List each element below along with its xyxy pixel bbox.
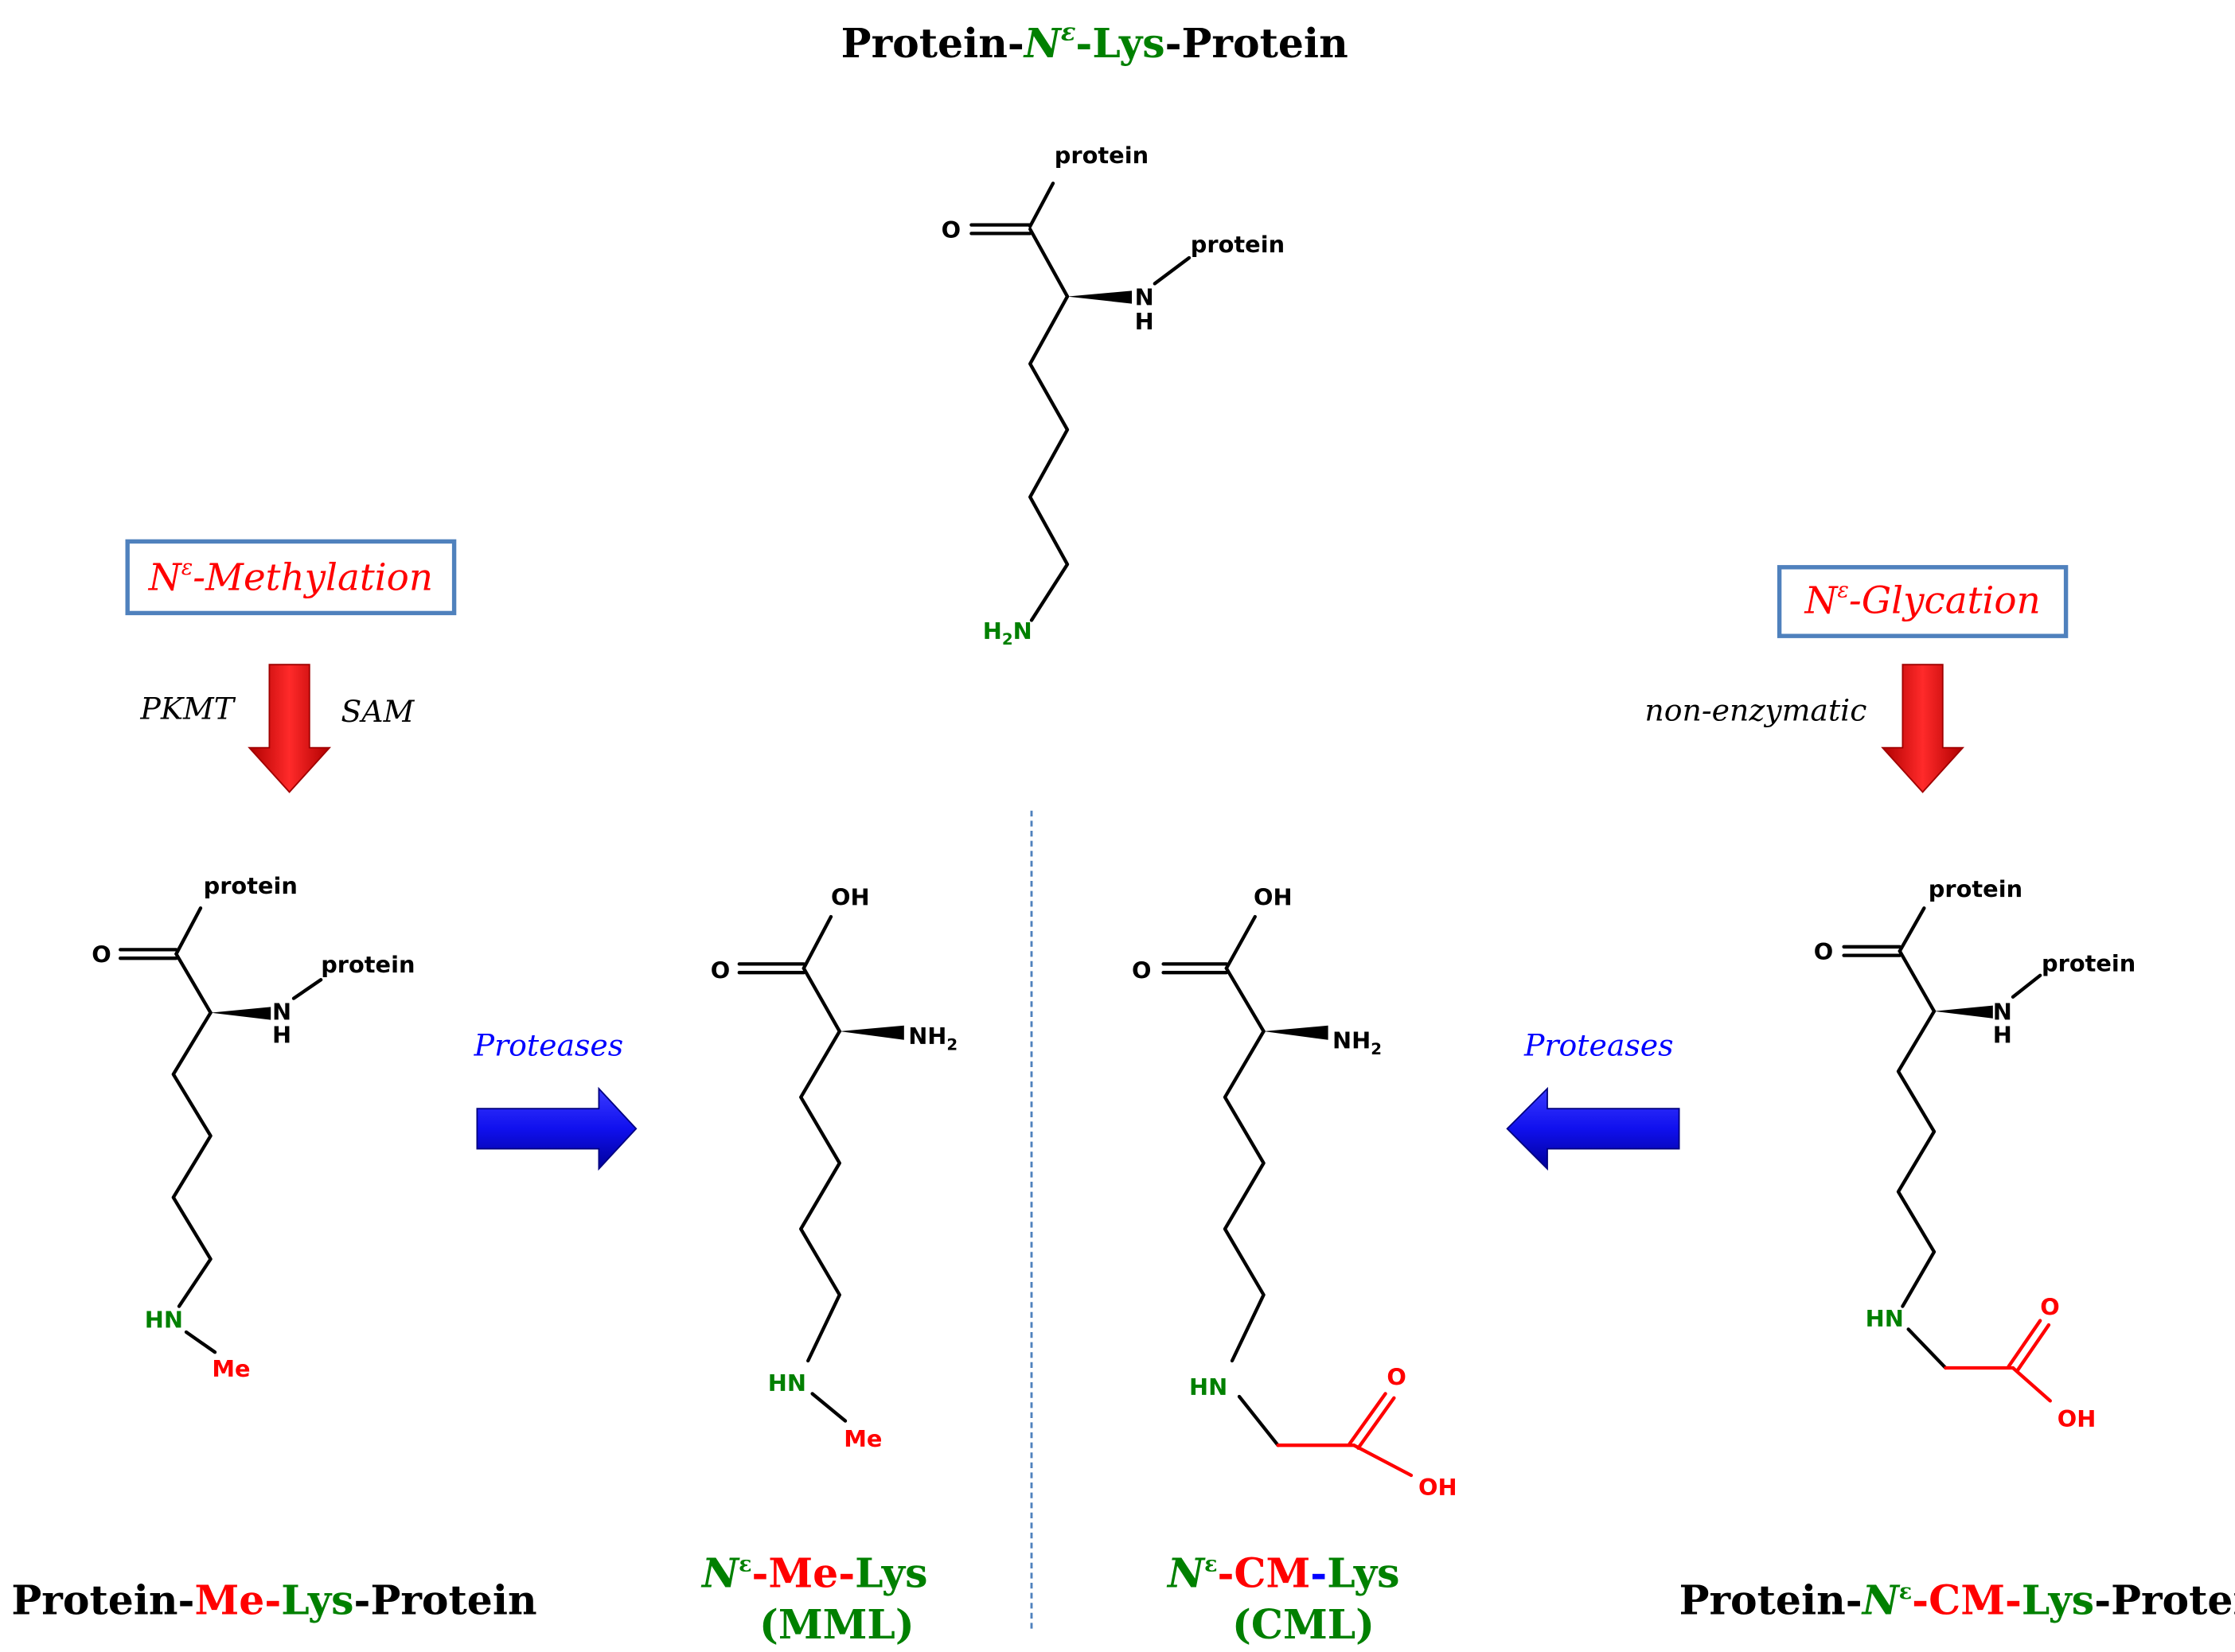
sam-label: SAM	[341, 694, 415, 729]
glycation-label: Nε-Glycation	[1804, 579, 2040, 623]
amide-h-label: H	[272, 1021, 291, 1048]
glycation-box	[1777, 565, 2069, 638]
protein-label: protein	[2042, 949, 2136, 976]
amino-label: NH2	[1332, 1027, 1382, 1058]
methyl-label: Me	[844, 1425, 882, 1452]
protein-label: protein	[204, 872, 298, 899]
amide-h-label: H	[1135, 308, 1154, 335]
carbonyl-oxygen-label: O	[1132, 957, 1151, 984]
amine-label: H2N	[983, 618, 1032, 649]
hydroxyl-label: OH	[831, 884, 870, 911]
carbonyl-oxygen-label: O	[92, 941, 111, 968]
hn-label: HN	[145, 1307, 183, 1334]
protein-label: protein	[321, 951, 415, 978]
protein-label: protein	[1191, 231, 1285, 258]
methylation-box	[125, 539, 457, 616]
structure-protein-methyl-lysine: protein O N H protein HN Me	[92, 872, 415, 1382]
structure-mml: OH O NH2 HN Me	[711, 884, 958, 1452]
hydroxyl-label: OH	[1254, 884, 1293, 911]
carboxyl-oxygen-label: O	[2040, 1293, 2059, 1320]
carbonyl-oxygen-label: O	[942, 216, 961, 244]
page-title: Protein-Nε-Lys-Protein	[841, 18, 1348, 67]
methyl-label: Me	[212, 1355, 250, 1382]
carboxyl-hydroxyl-label: OH	[1418, 1474, 1457, 1501]
methylation-arrow	[248, 664, 332, 793]
caption-protein-me-lys: Protein-Me-Lys-Protein	[11, 1577, 536, 1624]
amino-label: NH2	[908, 1023, 958, 1054]
methylation-label: Nε-Methylation	[148, 555, 433, 600]
protein-label: protein	[1929, 875, 2022, 902]
structure-protein-lysine: protein O N H protein H2N	[942, 142, 1285, 649]
amide-n-label: N	[1135, 283, 1154, 310]
proteases-right-label: Proteases	[1523, 1028, 1674, 1063]
proteases-left-label: Proteases	[474, 1028, 624, 1063]
caption-cml-abbr: (CML)	[1232, 1601, 1375, 1648]
glycation-arrow	[1881, 664, 1965, 793]
caption-cml: Nε-CM-Lys	[1166, 1549, 1400, 1596]
amide-h-label: H	[1993, 1021, 2012, 1048]
carboxyl-oxygen-label: O	[1387, 1364, 1406, 1391]
protein-label: protein	[1055, 142, 1149, 169]
proteases-left-arrow	[1506, 1086, 1680, 1171]
hn-label: HN	[768, 1370, 806, 1397]
caption-mml-abbr: (MML)	[759, 1601, 915, 1648]
non-enzymatic-label: non-enzymatic	[1644, 692, 1866, 727]
carbonyl-oxygen-label: O	[711, 957, 730, 984]
caption-mml: Nε-Me-Lys	[700, 1549, 927, 1596]
carboxyl-hydroxyl-label: OH	[2058, 1405, 2097, 1432]
amide-n-label: N	[1993, 999, 2012, 1026]
pkmt-label: PKMT	[139, 692, 236, 727]
hn-label: HN	[1866, 1305, 1904, 1332]
carbonyl-oxygen-label: O	[1814, 938, 1833, 965]
amide-n-label: N	[272, 999, 291, 1026]
proteases-right-arrow	[476, 1086, 638, 1171]
structure-protein-cm-lysine: protein O N H protein HN O OH	[1814, 875, 2136, 1432]
caption-protein-cm-lys: Protein-Nε-CM-Lys-Protein	[1679, 1577, 2235, 1624]
hn-label: HN	[1189, 1373, 1227, 1401]
structure-cml: OH O NH2 HN O OH	[1132, 884, 1457, 1502]
